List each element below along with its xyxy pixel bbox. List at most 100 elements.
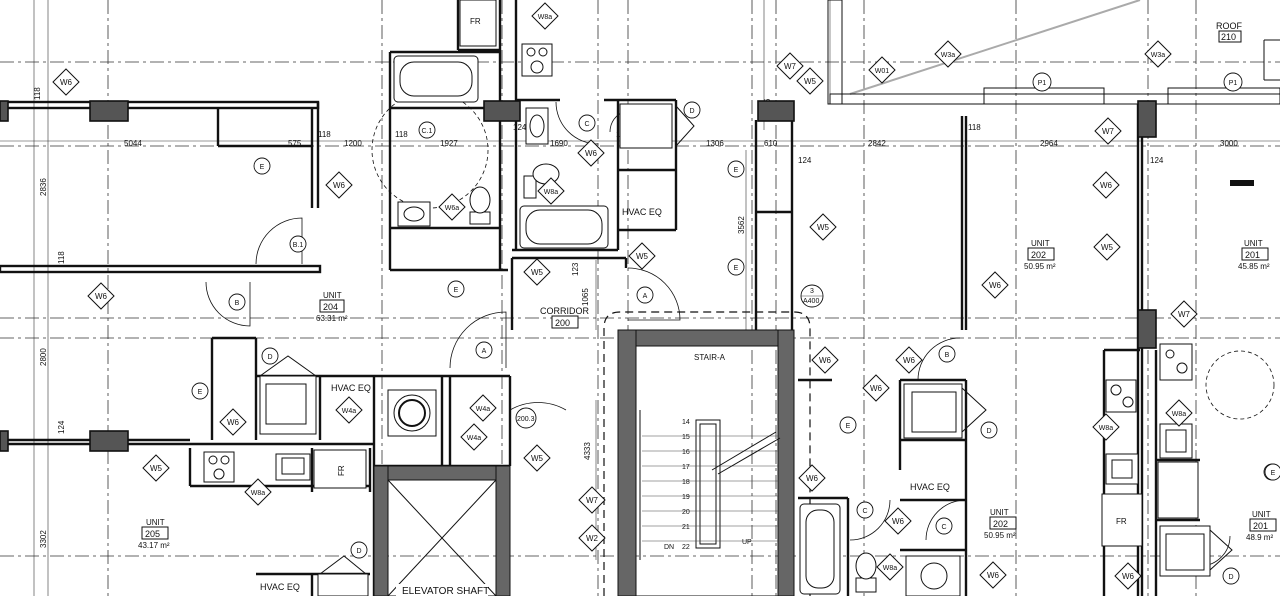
wall-tag-w4a: W4a	[335, 396, 363, 424]
door-tag-c: C	[578, 114, 596, 132]
dim-4333: 4333	[583, 442, 592, 460]
svg-text:W7: W7	[1178, 310, 1191, 319]
svg-text:D: D	[1228, 574, 1233, 581]
wall-tag-w5: W5	[796, 67, 824, 95]
unit-label: UNIT	[1031, 239, 1050, 248]
svg-text:W8a: W8a	[538, 14, 553, 21]
section-number: 3	[810, 288, 814, 295]
svg-text:W5: W5	[531, 454, 544, 463]
dim-124: 124	[57, 420, 66, 434]
stair-treads	[642, 435, 778, 542]
section-sheet: A400	[803, 298, 819, 305]
wall-tag-w6: W6	[811, 346, 839, 374]
dim-1927: 1927	[440, 139, 458, 148]
structural-columns	[0, 100, 1157, 452]
svg-text:W6: W6	[989, 281, 1002, 290]
svg-text:W8a: W8a	[883, 565, 898, 572]
svg-text:W01: W01	[875, 68, 890, 75]
hvac-eq-label: HVAC EQ	[260, 582, 300, 592]
svg-text:D: D	[689, 108, 694, 115]
hvac-eq-label: HVAC EQ	[331, 383, 371, 393]
wall-tag-w5: W5	[523, 444, 551, 472]
unit-label: UNIT	[146, 518, 165, 527]
stair-num-22: 22	[682, 544, 690, 551]
unit-number: 205	[145, 529, 160, 539]
wall-tag-w3a: W3a	[934, 40, 962, 68]
svg-text:B.1: B.1	[293, 242, 304, 249]
wall-tag-w6: W6	[862, 374, 890, 402]
svg-text:W7: W7	[586, 496, 599, 505]
unit-label: UNIT	[1244, 239, 1263, 248]
roof-title: ROOF	[1216, 21, 1243, 31]
stair-num-19: 19	[682, 494, 690, 501]
unit-202-bottom-label: UNIT 202 50.95 m²	[984, 508, 1017, 540]
dim-3000: 3000	[1220, 139, 1238, 148]
corridor-title: CORRIDOR	[540, 306, 589, 316]
stair-num-21: 21	[682, 524, 690, 531]
wall-tag-w5: W5	[523, 258, 551, 286]
svg-text:C: C	[941, 524, 946, 531]
door-tag-c: C	[935, 517, 953, 535]
wall-tag-w6: W6	[87, 282, 115, 310]
svg-text:W6: W6	[819, 356, 832, 365]
svg-text:W4a: W4a	[476, 406, 491, 413]
door-tag-e: E	[1264, 463, 1280, 481]
corridor-number: 200	[555, 318, 570, 328]
svg-text:W6: W6	[333, 181, 346, 190]
stair-up-label: UP	[742, 539, 752, 546]
svg-text:W7: W7	[784, 62, 797, 71]
door-tag-b: B	[938, 345, 956, 363]
wall-tag-w2: W2	[578, 524, 606, 552]
unit-area: 43.17 m²	[138, 541, 170, 550]
wall-tag-w5: W5	[809, 213, 837, 241]
wall-tag-w5: W5	[1093, 233, 1121, 261]
svg-text:W8a: W8a	[544, 189, 559, 196]
roof-number: 210	[1221, 32, 1236, 42]
door-tag-p1: P1	[1223, 72, 1243, 92]
door-tag-e: E	[839, 416, 857, 434]
stair-num-20: 20	[682, 509, 690, 516]
wall-tag-w6: W6	[1114, 562, 1142, 590]
svg-text:W5: W5	[636, 252, 649, 261]
room-200-3-tag: 200.3	[515, 407, 537, 429]
svg-text:A: A	[482, 348, 487, 355]
roof-label: ROOF 210	[1216, 21, 1243, 43]
fridge-label: FR	[470, 17, 481, 26]
door-tag-e: E	[727, 258, 745, 276]
unit-label: UNIT	[1252, 510, 1271, 519]
stair-title: STAIR-A	[694, 353, 726, 362]
shaft-walls	[373, 329, 795, 596]
door-tag-a: A	[475, 341, 493, 359]
dim-118: 118	[33, 87, 42, 100]
door-tag-e: E	[191, 382, 209, 400]
svg-text:W8a: W8a	[251, 490, 266, 497]
svg-text:C: C	[862, 508, 867, 515]
door-tag-e: E	[447, 280, 465, 298]
dim-610: 610	[764, 139, 778, 148]
dim-124: 124	[513, 123, 527, 132]
dim-124: 124	[798, 156, 812, 165]
svg-text:W6a: W6a	[445, 205, 460, 212]
stair-num-17: 17	[682, 464, 690, 471]
svg-text:W6: W6	[585, 149, 598, 158]
svg-text:W5: W5	[804, 77, 817, 86]
dim-1690: 1690	[550, 139, 568, 148]
door-tag-d: D	[1222, 567, 1240, 585]
door-tag-d: D	[261, 347, 279, 365]
dim-1306: 1306	[706, 139, 724, 148]
dim-2842: 2842	[868, 139, 886, 148]
door-tag-d: D	[350, 541, 368, 559]
equipment-labels: HVAC EQ HVAC EQ HVAC EQ HVAC EQ FR FR FR	[260, 17, 1127, 592]
wall-tag-w8a: W8a	[1092, 413, 1120, 441]
dim-118: 118	[395, 130, 408, 139]
door-tag-d: D	[683, 101, 701, 119]
wall-tag-w6: W6	[219, 408, 247, 436]
dim-124: 124	[1150, 156, 1164, 165]
unit-number: 201	[1245, 250, 1260, 260]
wall-tag-w6: W6	[895, 346, 923, 374]
door-tag-d: D	[980, 421, 998, 439]
roof-edge	[827, 0, 1280, 186]
svg-text:W6: W6	[60, 78, 73, 87]
